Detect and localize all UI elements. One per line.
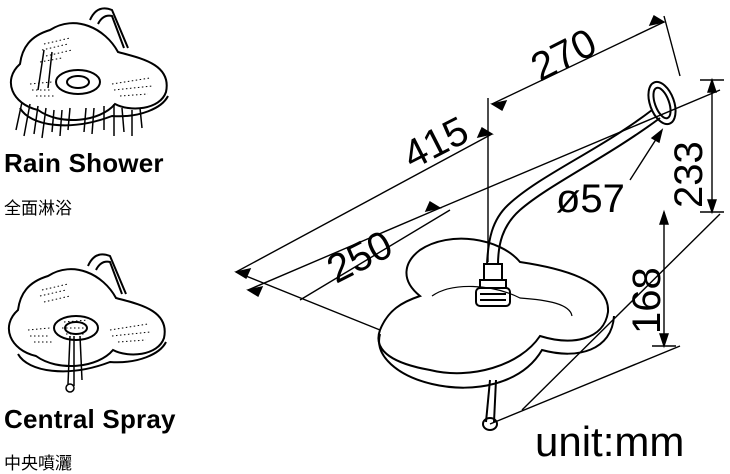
dim-diameter: ø57: [556, 177, 625, 221]
dim-total-projection: 415: [396, 109, 475, 179]
shower-head-drawing: [377, 80, 677, 431]
rain-shower-subtitle: 全面淋浴: [4, 199, 72, 219]
central-spray-title: Central Spray: [4, 404, 176, 434]
dim-wall-height: 233: [667, 141, 711, 208]
central-spray-icon: [7, 253, 167, 393]
rain-shower-icon: [9, 7, 169, 139]
dimension-lines: [234, 14, 724, 425]
rain-shower-title: Rain Shower: [4, 148, 164, 178]
central-spray-subtitle: 中央噴灑: [4, 454, 72, 474]
dim-arm-length: 270: [524, 21, 603, 91]
dim-head-drop: 168: [625, 267, 669, 334]
unit-label: unit:mm: [535, 418, 685, 465]
